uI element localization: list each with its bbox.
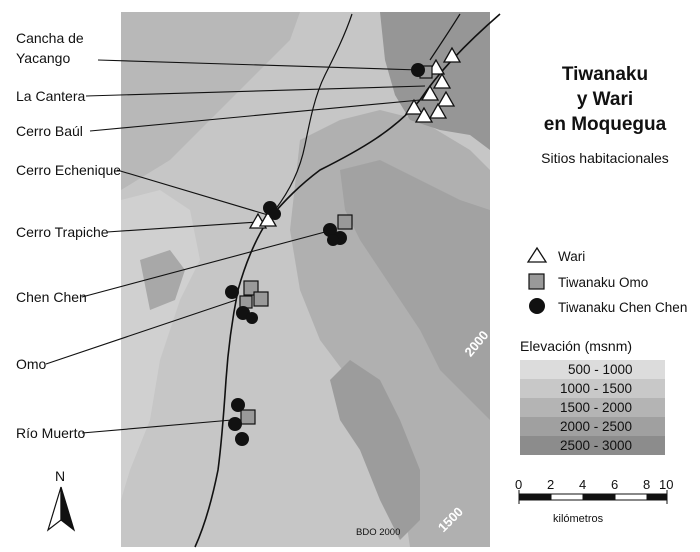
map-subtitle: Sitios habitacionales bbox=[541, 150, 669, 166]
map-title-line-1: Tiwanaku bbox=[561, 64, 649, 85]
map-title: Tiwanaku y Wari en Moquegua bbox=[510, 62, 700, 137]
swatch-2500-3000 bbox=[520, 436, 665, 455]
elevation-zone-small-hills bbox=[140, 250, 185, 310]
scale-unit-label: kilómetros bbox=[553, 513, 604, 525]
scale-tick-6: 6 bbox=[611, 477, 619, 492]
elevation-row-1: 500 - 1000 bbox=[520, 360, 665, 379]
legend-wari-label: Wari bbox=[558, 248, 586, 264]
elevation-swatches bbox=[520, 360, 665, 455]
wari-triangle bbox=[428, 102, 448, 119]
north-arrow-icon bbox=[46, 486, 76, 532]
elevation-zone-ridge bbox=[330, 360, 420, 540]
map-title-line-3: en Moquegua bbox=[543, 114, 667, 135]
site-label-cerro-baul: Cerro Baúl bbox=[16, 123, 83, 139]
chenchen-circle bbox=[225, 285, 239, 299]
tributary-river-east bbox=[429, 13, 461, 61]
wari-triangle bbox=[404, 98, 424, 115]
swatch-1000-1500 bbox=[520, 379, 665, 398]
elevation-zone-upper-left bbox=[121, 12, 300, 190]
chenchen-circle bbox=[327, 234, 339, 246]
chenchen-circle bbox=[411, 63, 425, 77]
scale-tick-2: 2 bbox=[547, 477, 555, 492]
omo-square bbox=[337, 214, 353, 230]
elevation-range-label: 2500 - 3000 bbox=[560, 438, 633, 453]
wari-triangle bbox=[432, 72, 452, 89]
elevation-row-4: 2000 - 2500 bbox=[520, 417, 665, 436]
site-label-cerro-echenique: Cerro Echenique bbox=[16, 162, 122, 178]
elevation-range-label: 2000 - 2500 bbox=[560, 419, 633, 434]
chenchen-circle bbox=[269, 208, 281, 220]
chenchen-circle bbox=[228, 417, 242, 431]
scale-tick-4: 4 bbox=[579, 477, 587, 492]
elevation-legend-title: Elevación (msnm) bbox=[520, 338, 633, 354]
site-label-la-cantera: La Cantera bbox=[16, 88, 86, 104]
wari-triangle bbox=[420, 84, 440, 101]
elevation-row-2: 1000 - 1500 bbox=[520, 379, 665, 398]
chenchen-circle bbox=[235, 432, 249, 446]
elevation-zone-2500-3000 bbox=[380, 12, 490, 150]
omo-square bbox=[240, 409, 256, 425]
omo-square bbox=[253, 291, 269, 307]
site-label-omo: Omo bbox=[16, 356, 47, 372]
tributary-river-north bbox=[274, 13, 353, 211]
omo-sites bbox=[239, 65, 433, 425]
swatch-2000-2500 bbox=[520, 417, 665, 436]
legend-circle-icon bbox=[529, 298, 545, 314]
map-credit: BDO 2000 bbox=[356, 527, 401, 538]
elevation-range-label: 1000 - 1500 bbox=[560, 381, 633, 396]
legend-square-icon bbox=[528, 273, 545, 290]
swatch-1500-2000 bbox=[520, 398, 665, 417]
elevation-range-label: 1500 - 2000 bbox=[560, 400, 633, 415]
legend-chenchen-label: Tiwanaku Chen Chen bbox=[558, 299, 688, 315]
chenchen-circle bbox=[231, 398, 245, 412]
site-label-cerro-trapiche: Cerro Trapiche bbox=[16, 224, 109, 240]
swatch-500-1000 bbox=[520, 360, 665, 379]
elevation-range-label: 500 - 1000 bbox=[568, 362, 633, 377]
chenchen-circle bbox=[323, 223, 337, 237]
chenchen-sites bbox=[225, 63, 425, 446]
map-title-line-2: y Wari bbox=[576, 89, 634, 110]
scale-tick-8: 8 bbox=[643, 477, 651, 492]
site-label-cancha: Cancha de bbox=[16, 30, 84, 46]
legend-triangle-icon bbox=[526, 246, 548, 263]
wari-triangle bbox=[442, 46, 462, 63]
legend-omo-label: Tiwanaku Omo bbox=[558, 274, 649, 290]
scale-tick-10: 10 bbox=[659, 477, 674, 492]
wari-triangle bbox=[414, 106, 434, 123]
site-label-yacango: Yacango bbox=[16, 50, 71, 66]
north-label: N bbox=[55, 468, 66, 484]
scale-tick-0: 0 bbox=[515, 477, 523, 492]
elevation-row-3: 1500 - 2000 bbox=[520, 398, 665, 417]
site-label-rio-muerto: Río Muerto bbox=[16, 425, 86, 441]
leader-lines bbox=[45, 59, 426, 434]
scale-bar bbox=[518, 490, 668, 504]
site-label-chen-chen: Chen Chen bbox=[16, 289, 87, 305]
wari-triangle bbox=[436, 90, 456, 107]
elevation-row-5: 2500 - 3000 bbox=[520, 436, 665, 455]
elevation-zone-2000-2500 bbox=[340, 160, 490, 420]
chenchen-circle bbox=[246, 312, 258, 324]
